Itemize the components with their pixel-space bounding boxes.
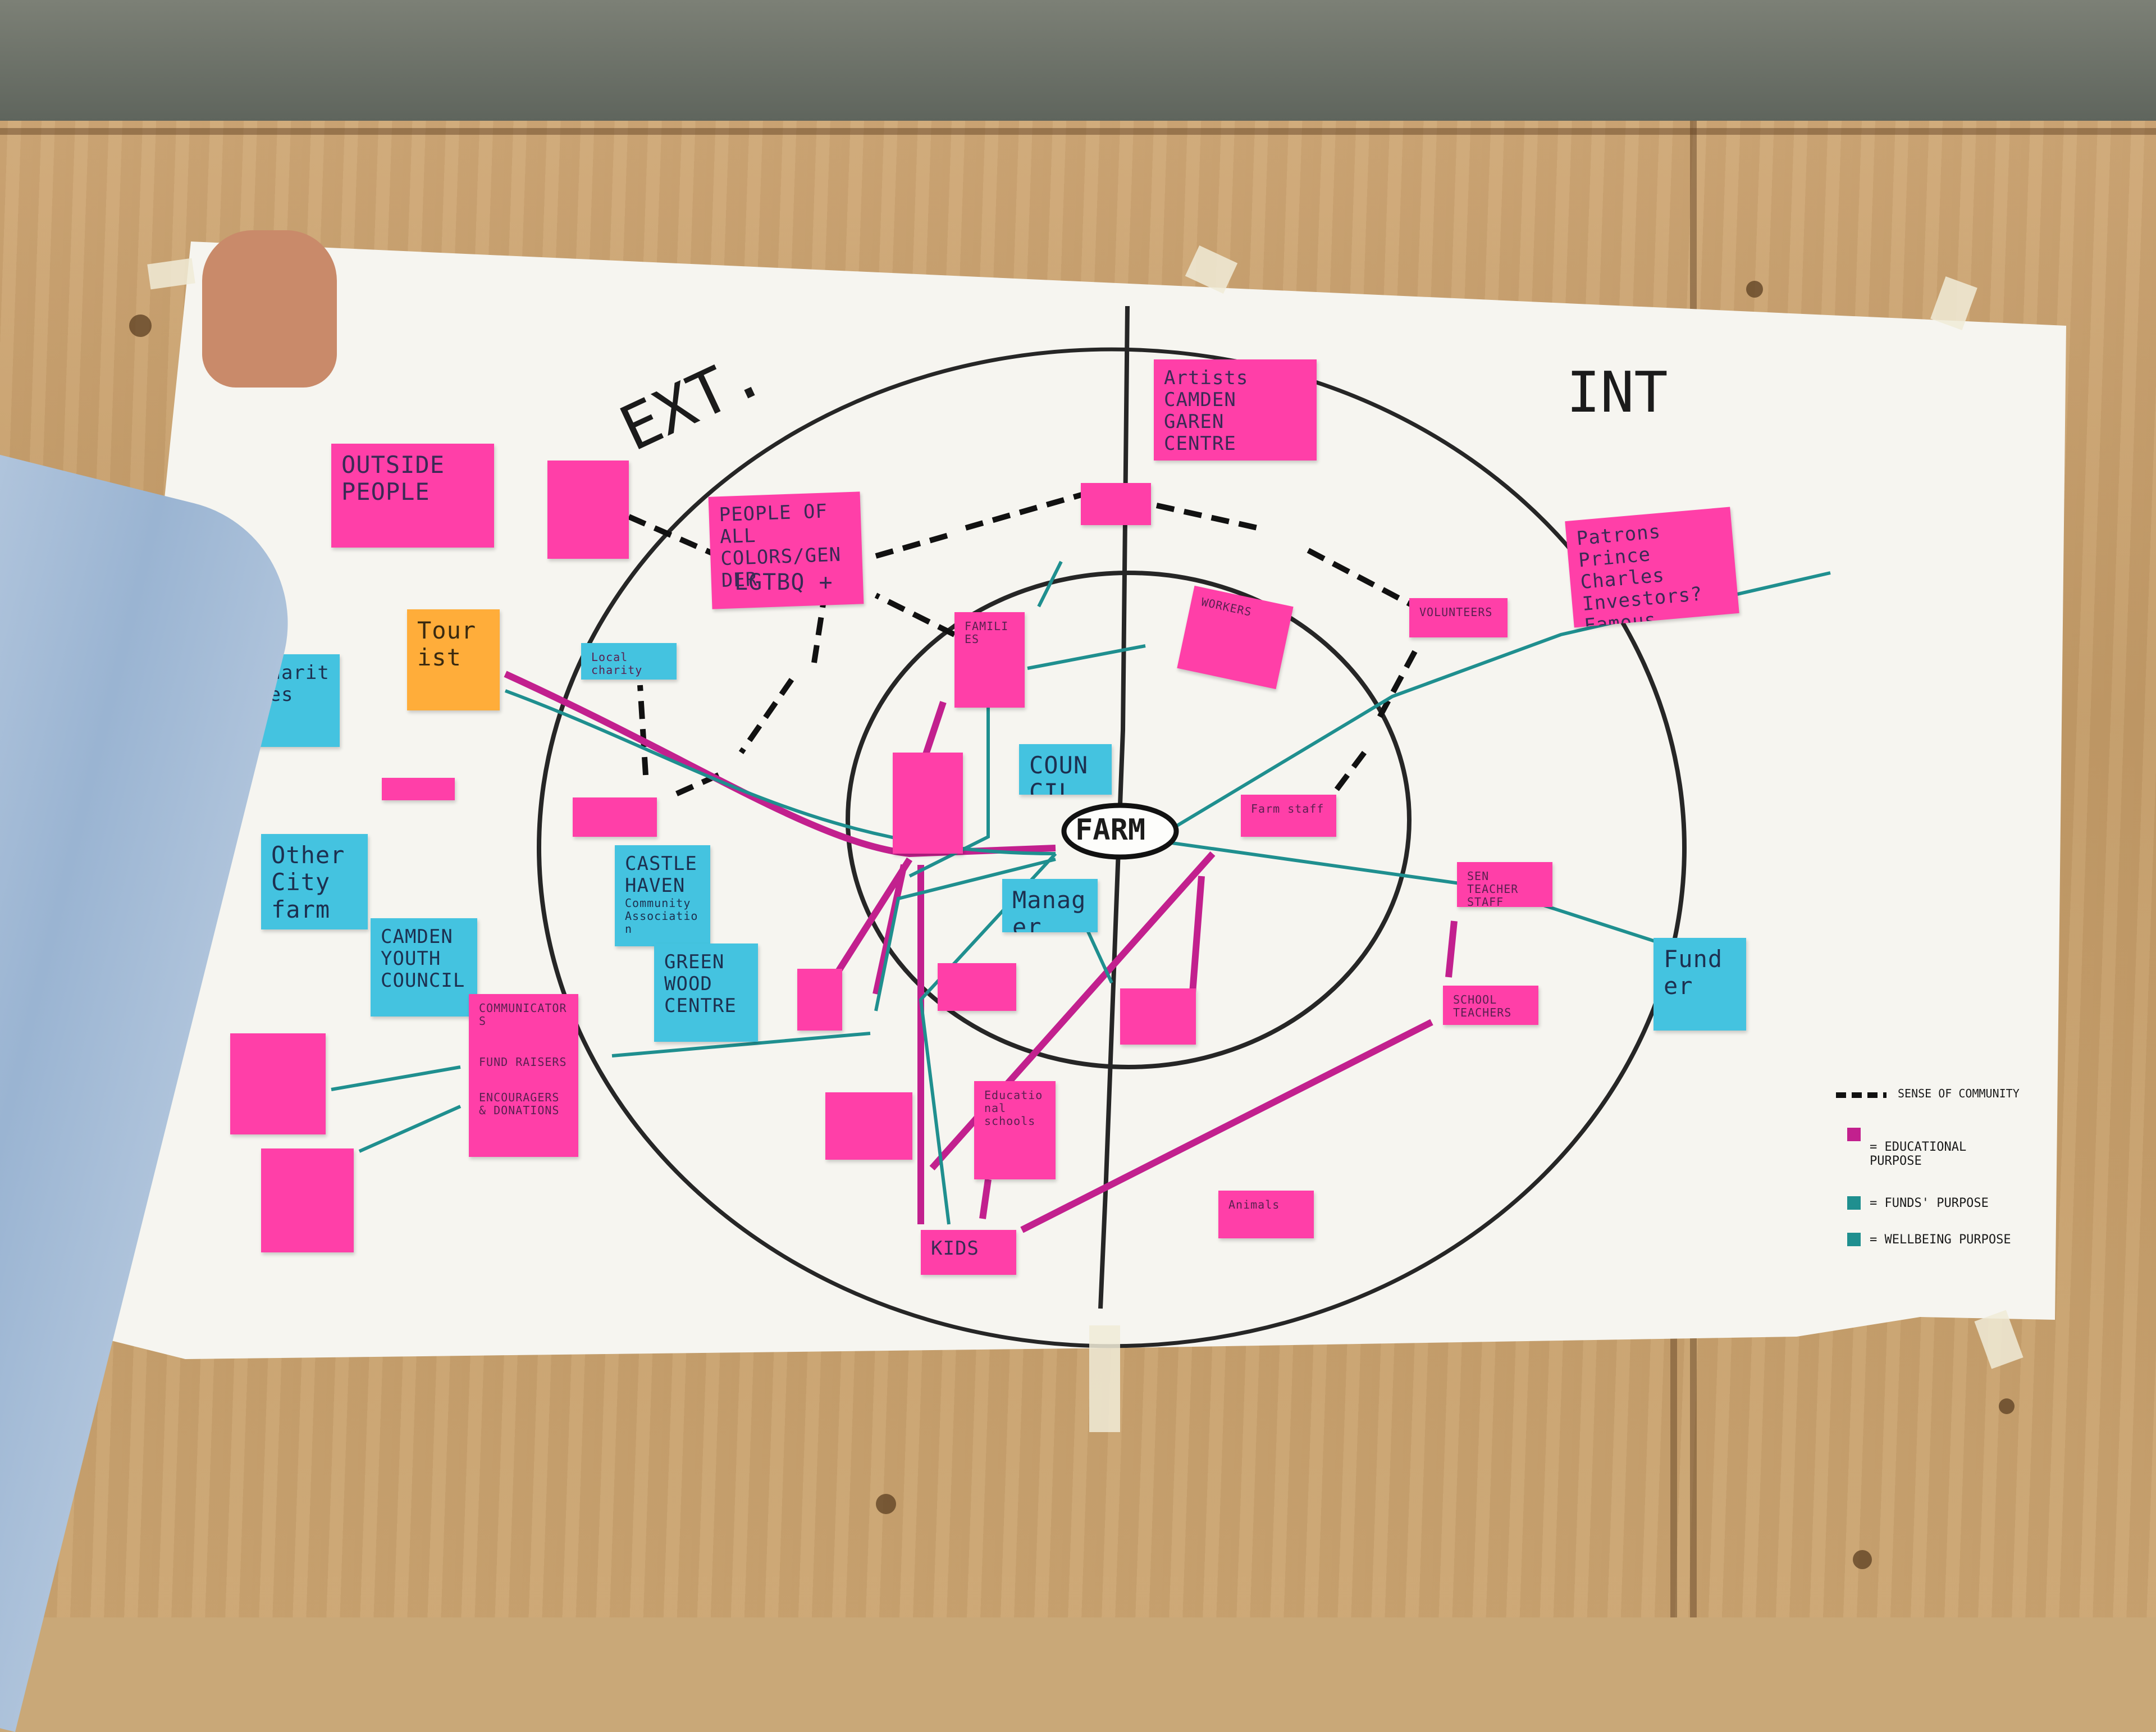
note-castle-haven: CASTLE HAVEN Community Association bbox=[615, 845, 710, 946]
note-lgbtq: LGTBQ + bbox=[724, 562, 859, 601]
paper-sheet bbox=[0, 0, 2156, 1617]
encouragers-label: ENCOURAGERS & DONATIONS bbox=[479, 1091, 568, 1117]
note-funder: Funder bbox=[1653, 938, 1746, 1031]
note-left-2 bbox=[261, 1148, 354, 1252]
castle-haven-sub: Community Association bbox=[625, 897, 700, 936]
note-artists: Artists CAMDEN GAREN CENTRE bbox=[1154, 359, 1317, 461]
note-farm-staff: Farm staff bbox=[1241, 795, 1336, 837]
note-small bbox=[547, 461, 629, 559]
person-hand bbox=[202, 230, 337, 388]
note-school-teachers: SCHOOL TEACHERS bbox=[1443, 986, 1538, 1025]
note-outside-people: OUTSIDE PEOPLE bbox=[331, 444, 494, 548]
note-other-small bbox=[382, 778, 455, 800]
note-communicators: COMMUNICATORS FUND RAISERS ENCOURAGERS &… bbox=[469, 994, 578, 1157]
legend-teal-swatch-2 bbox=[1847, 1233, 1861, 1246]
note-green bbox=[797, 969, 842, 1031]
legend-funds: = FUNDS' PURPOSE bbox=[1870, 1196, 2004, 1210]
note-left-1 bbox=[230, 1033, 326, 1134]
note-other-city-farm: Other City farm bbox=[261, 834, 368, 929]
legend-educational: = EDUCATIONAL PURPOSE bbox=[1870, 1140, 2004, 1168]
communicators-label: COMMUNICATORS bbox=[479, 1002, 568, 1028]
tape-bottom bbox=[1089, 1325, 1120, 1432]
note-tourist: Tourist bbox=[407, 609, 500, 710]
legend-teal-swatch bbox=[1847, 1196, 1861, 1210]
note-patrons: Patrons Prince Charles Investors? Famous… bbox=[1565, 507, 1739, 628]
note-education-outreach bbox=[825, 1092, 912, 1160]
legend-pink-swatch bbox=[1847, 1128, 1861, 1141]
note-center-small bbox=[938, 963, 1016, 1011]
note-animals: Animals bbox=[1218, 1191, 1314, 1238]
note-sen-teacher: SEN TEACHER STAFF EXPERTS bbox=[1457, 862, 1552, 907]
int-label: INT bbox=[1566, 359, 1668, 425]
legend-wellbeing: = WELLBEING PURPOSE bbox=[1870, 1233, 2016, 1247]
castle-haven-title: CASTLE HAVEN bbox=[625, 853, 700, 897]
legend-sense: SENSE OF COMMUNITY bbox=[1898, 1087, 2021, 1100]
note-educational: Educational schools bbox=[974, 1081, 1056, 1179]
note-families: FAMILIES bbox=[954, 612, 1025, 708]
note-green-wood: GREEN WOOD CENTRE bbox=[654, 944, 758, 1042]
paper-background bbox=[95, 241, 2066, 1359]
note-camden-youth: CAMDEN YOUTH COUNCIL bbox=[371, 918, 477, 1017]
note-manager: Manager bbox=[1002, 879, 1098, 932]
note-community bbox=[1081, 483, 1151, 525]
note-youth-student bbox=[893, 753, 963, 854]
note-bird bbox=[1120, 988, 1196, 1045]
note-local-charity: Local charity bbox=[581, 643, 677, 680]
note-kids: KIDS bbox=[921, 1230, 1016, 1275]
note-council: COUNCIL bbox=[1019, 744, 1112, 795]
farm-label: FARM bbox=[1075, 813, 1145, 847]
note-small-2 bbox=[573, 797, 657, 837]
fundraisers-label: FUND RAISERS bbox=[479, 1056, 568, 1069]
note-volunteers: VOLUNTEERS bbox=[1409, 598, 1508, 637]
